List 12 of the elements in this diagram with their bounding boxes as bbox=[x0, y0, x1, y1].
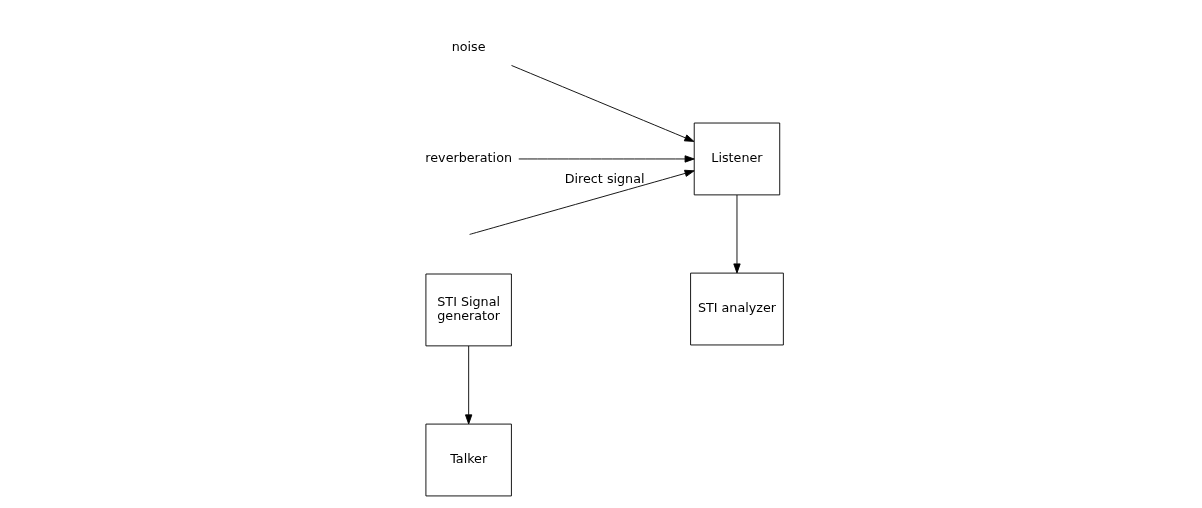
edge-label: Direct signal bbox=[564, 170, 645, 186]
node-box: Listener bbox=[693, 122, 781, 196]
arrow bbox=[469, 169, 695, 235]
arrow bbox=[465, 345, 473, 425]
arrow bbox=[518, 155, 695, 163]
arrow bbox=[733, 194, 741, 274]
node-box: STI Signal generator bbox=[425, 273, 512, 347]
node-box: Talker bbox=[425, 423, 512, 497]
node-text: noise bbox=[451, 39, 486, 55]
arrow bbox=[511, 65, 695, 142]
node-text: reverberation bbox=[425, 150, 512, 166]
node-box: STI analyzer bbox=[690, 272, 784, 346]
